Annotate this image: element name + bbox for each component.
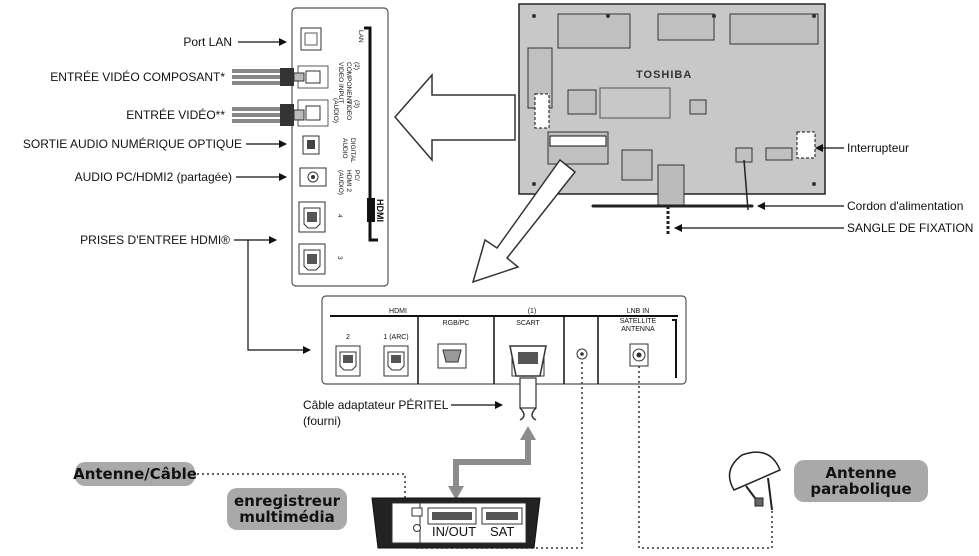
scart-cable xyxy=(509,345,547,421)
hdmi-logo-mark xyxy=(367,198,375,222)
dish-pill-line-2: parabolique xyxy=(810,480,912,498)
side-component-text: COMPONENT xyxy=(345,62,352,105)
panel-hdmi-header: HDMI xyxy=(389,308,407,315)
side-lan-text: LAN xyxy=(357,30,364,43)
satellite-port-icon xyxy=(629,343,649,367)
component-jack-icon xyxy=(297,65,329,89)
side-port-4: 4 xyxy=(336,214,343,218)
side-digital-text-2: AUDIO xyxy=(341,138,348,159)
panel-antenna: ANTENNA xyxy=(621,326,655,333)
panel-scart: SCART xyxy=(516,320,540,327)
antenna-port-icon xyxy=(576,348,588,360)
component-cable-plug xyxy=(232,68,305,86)
hdmi-3-port-icon xyxy=(298,243,326,275)
pc-audio-jack-icon xyxy=(299,167,327,187)
optical-port-icon xyxy=(302,135,320,155)
strap-label: SANGLE DE FIXATION xyxy=(847,221,974,235)
panel-hdmi-2: 2 xyxy=(346,334,350,341)
recorder-in-out: IN/OUT xyxy=(432,524,477,539)
pc-audio-label: AUDIO PC/HDMI2 (partagée) xyxy=(74,170,232,184)
media-recorder xyxy=(371,497,541,549)
satellite-dish-icon xyxy=(728,451,781,511)
video-input-label: ENTRÉE VIDÉO** xyxy=(126,108,225,122)
video-cable-plug xyxy=(232,104,305,126)
lan-port-icon xyxy=(300,27,322,51)
side-connector-panel xyxy=(291,7,389,287)
switch-label: Interrupteur xyxy=(847,141,910,155)
tv-back xyxy=(518,3,826,195)
satellite-dish-pill: Antenne parabolique xyxy=(794,460,928,502)
side-audio-text: (AUDIO) xyxy=(332,98,339,123)
hdmi-1-port-icon xyxy=(383,345,409,377)
component-input-label: ENTRÉE VIDÉO COMPOSANT* xyxy=(50,70,225,84)
lan-port-label: Port LAN xyxy=(183,35,232,49)
side-port-3: 3 xyxy=(336,256,343,260)
power-cord-label: Cordon d'alimentation xyxy=(847,199,964,213)
dish-pill-line-1: Antenne xyxy=(825,464,897,482)
hdmi-4-port-icon xyxy=(298,201,326,233)
panel-hdmi-1: 1 (ARC) xyxy=(383,334,409,341)
recorder-pill: enregistreur multimédia xyxy=(227,488,347,530)
side-pc-text-2: HDMI 2 xyxy=(345,170,352,193)
down-hollow-arrow xyxy=(471,158,577,284)
side-video-num: (3) xyxy=(353,100,360,108)
tv-stand xyxy=(591,159,754,236)
optical-output-label: SORTIE AUDIO NUMÉRIQUE OPTIQUE xyxy=(22,137,242,151)
scart-cable-label: Câble adaptateur PÉRITEL xyxy=(303,398,449,412)
rgb-pc-port-icon xyxy=(437,343,467,369)
side-hdmi-logo-text: HDMI xyxy=(375,199,385,222)
bottom-connector-panel xyxy=(321,295,687,385)
side-component-num: (2) xyxy=(353,62,360,70)
recorder-pill-line-1: enregistreur xyxy=(233,492,341,510)
tv-brand-logo: TOSHIBA xyxy=(636,69,693,81)
panel-rgb-pc: RGB/PC xyxy=(442,320,470,327)
panel-satellite: SATELLITE xyxy=(619,318,657,325)
scart-to-recorder-line xyxy=(453,440,531,490)
hdmi-2-port-icon xyxy=(335,345,361,377)
side-digital-text: DIGITAL xyxy=(349,138,356,163)
hdmi-jacks-label: PRISES D'ENTREE HDMI® xyxy=(80,233,230,247)
side-video-text: VIDEO xyxy=(345,100,352,121)
panel-scart-num: (1) xyxy=(527,308,537,315)
left-hollow-arrow xyxy=(394,73,516,163)
panel-lnb: LNB IN xyxy=(626,308,650,315)
side-pc-text-3: (AUDIO) xyxy=(337,170,344,195)
scart-cable-label-2: (fourni) xyxy=(303,414,342,428)
antenna-cable-pill: Antenne/Câble xyxy=(73,462,197,486)
recorder-pill-line-2: multimédia xyxy=(239,508,335,526)
recorder-sat: SAT xyxy=(490,524,515,539)
side-pc-text: PC/ xyxy=(353,170,360,181)
